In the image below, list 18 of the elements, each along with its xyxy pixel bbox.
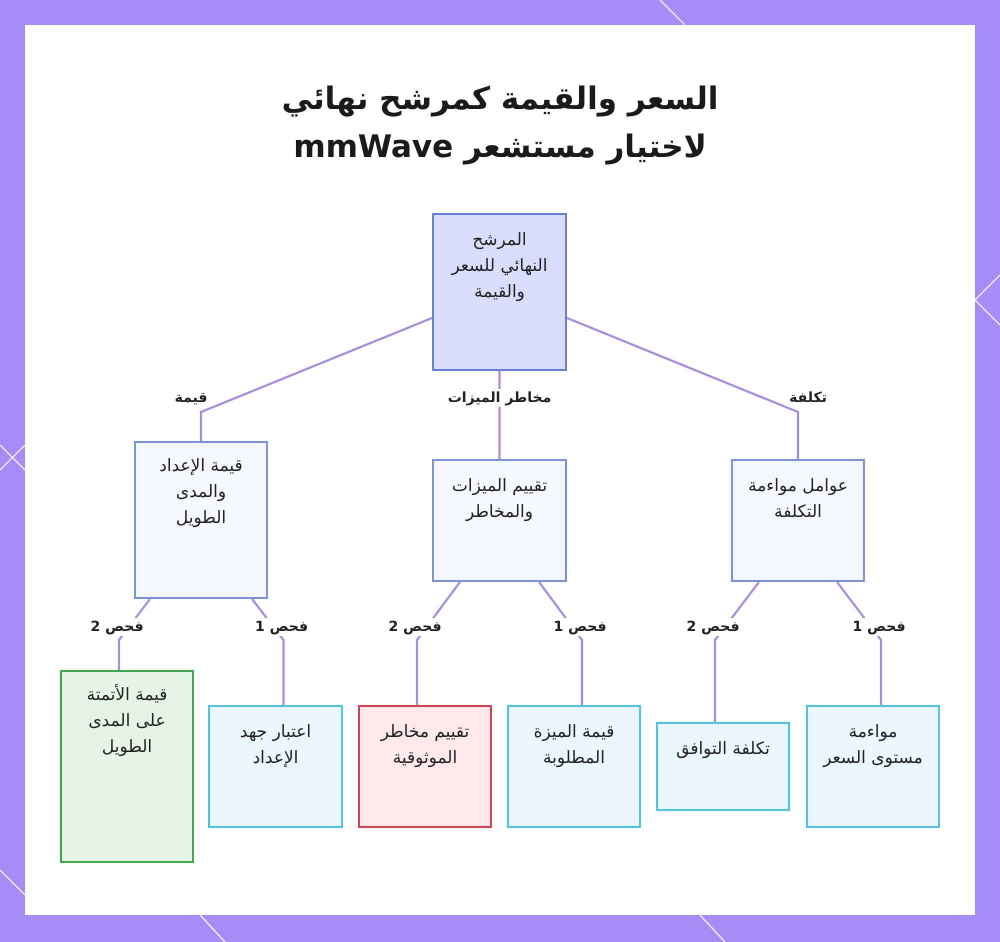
- check-box: مواءمة مستوى السعر: [806, 705, 940, 828]
- check-box: تكلفة التوافق: [656, 722, 790, 811]
- edge-label: فحص 2: [88, 618, 146, 636]
- category-box: تقييم الميزات والمخاطر: [432, 459, 567, 582]
- check-box: اعتبار جهد الإعداد: [208, 705, 343, 828]
- category-box: قيمة الإعداد والمدى الطويل: [134, 441, 268, 599]
- connector-line: [200, 316, 432, 441]
- diagram-title: السعر والقيمة كمرشح نهائي لاختيار مستشعر mmWave: [280, 80, 720, 167]
- edge-label: فحص 2: [386, 618, 444, 636]
- check-box: قيمة الأتمتة على المدى الطويل: [60, 670, 194, 863]
- check-box: تقييم مخاطر الموثوقية: [358, 705, 492, 828]
- category-box: عوامل مواءمة التكلفة: [731, 459, 865, 582]
- connector-line: [566, 316, 800, 459]
- check-box: قيمة الميزة المطلوبة: [507, 705, 641, 828]
- edge-label: تكلفة: [787, 389, 829, 407]
- root-box: المرشح النهائي للسعر والقيمة: [432, 213, 567, 371]
- edge-label: مخاطر الميزات: [446, 389, 554, 407]
- edge-label: فحص 2: [684, 618, 742, 636]
